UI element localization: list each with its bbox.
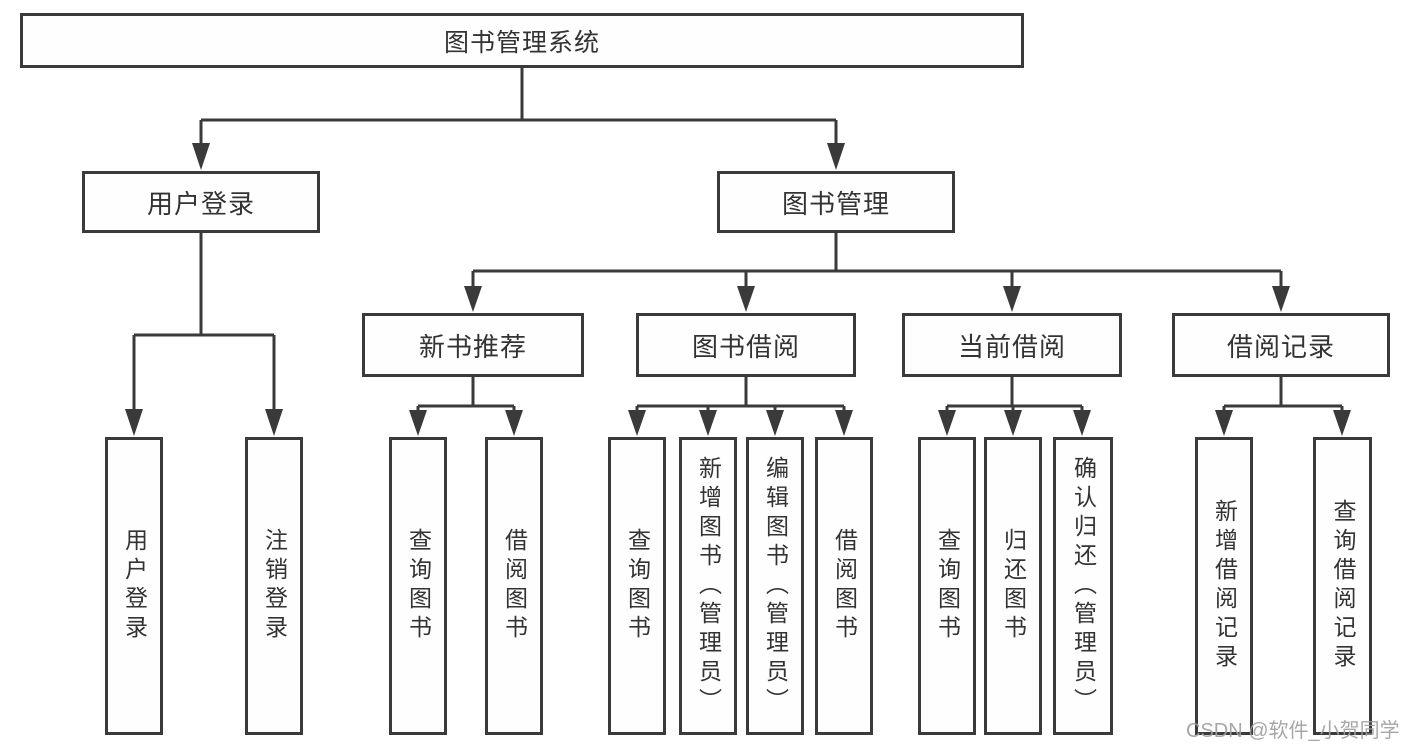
leaf-query-books-3: 查询图书 bbox=[918, 437, 976, 735]
arrow-down-icon bbox=[265, 409, 283, 436]
arrow-down-icon bbox=[125, 409, 143, 436]
leaf-logout: 注销登录 bbox=[245, 437, 303, 735]
leaf-user-login: 用户登录 bbox=[105, 437, 163, 735]
connector-new-book-to-leaves bbox=[416, 377, 516, 411]
arrow-down-icon bbox=[1004, 410, 1022, 436]
leaf-query-books-2: 查询图书 bbox=[608, 437, 666, 735]
arrow-down-icon bbox=[766, 410, 784, 436]
csdn-watermark: CSDN @软件_小贺同学 bbox=[1186, 720, 1400, 742]
arrow-down-icon bbox=[737, 286, 755, 312]
node-library-management-system: 图书管理系统 bbox=[20, 13, 1024, 68]
node-current-borrow: 当前借阅 bbox=[902, 313, 1122, 377]
arrow-down-icon bbox=[835, 410, 853, 436]
arrowheads bbox=[125, 143, 1351, 436]
connector-book-borrow-to-leaves bbox=[635, 377, 846, 411]
arrow-down-icon bbox=[1003, 286, 1021, 312]
leaf-borrow-books-1: 借阅图书 bbox=[485, 437, 543, 735]
arrow-down-icon bbox=[464, 286, 482, 312]
arrow-down-icon bbox=[1272, 286, 1290, 312]
arrow-down-icon bbox=[1333, 410, 1351, 436]
leaf-query-books-1: 查询图书 bbox=[389, 437, 447, 735]
arrow-down-icon bbox=[628, 410, 646, 436]
node-book-borrow: 图书借阅 bbox=[636, 313, 856, 377]
arrow-down-icon bbox=[699, 410, 717, 436]
node-new-book-recommend: 新书推荐 bbox=[362, 313, 584, 377]
leaf-confirm-return-admin: 确认归还（管理员） bbox=[1053, 437, 1113, 735]
node-borrow-records: 借阅记录 bbox=[1172, 313, 1390, 377]
arrow-down-icon bbox=[938, 410, 956, 436]
connector-user-login-to-leaves bbox=[132, 233, 276, 410]
arrow-down-icon bbox=[1073, 410, 1091, 436]
leaf-query-borrow-record: 查询借阅记录 bbox=[1313, 437, 1372, 735]
connector-current-borrow-to-leaves bbox=[945, 377, 1084, 411]
arrow-down-icon bbox=[192, 143, 210, 170]
leaf-borrow-books-2: 借阅图书 bbox=[815, 437, 873, 735]
node-book-management: 图书管理 bbox=[717, 171, 955, 233]
connector-root-to-level1 bbox=[199, 68, 838, 145]
node-user-login: 用户登录 bbox=[82, 171, 320, 233]
arrow-down-icon bbox=[827, 143, 845, 170]
connector-book-management-to-level2 bbox=[471, 233, 1283, 287]
arrow-down-icon bbox=[1215, 410, 1233, 436]
leaf-add-book-admin: 新增图书（管理员） bbox=[679, 437, 737, 735]
connector-borrow-records-to-leaves bbox=[1222, 377, 1344, 411]
leaf-edit-book-admin: 编辑图书（管理员） bbox=[746, 437, 804, 735]
arrow-down-icon bbox=[409, 410, 427, 436]
leaf-add-borrow-record: 新增借阅记录 bbox=[1195, 437, 1253, 735]
leaf-return-book: 归还图书 bbox=[984, 437, 1042, 735]
arrow-down-icon bbox=[505, 410, 523, 436]
